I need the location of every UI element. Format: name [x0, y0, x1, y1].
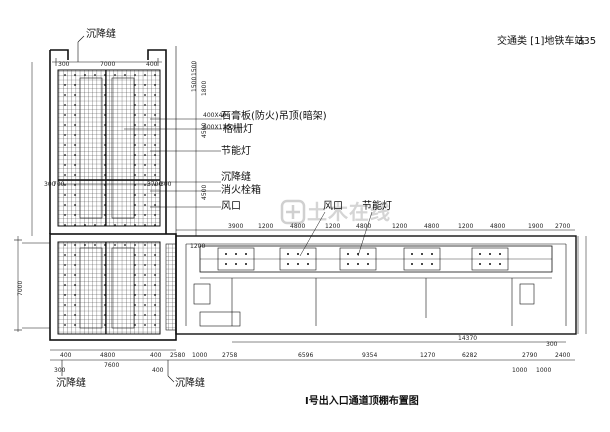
svg-text:1200: 1200 [190, 243, 205, 250]
svg-text:14370: 14370 [458, 335, 477, 342]
svg-text:2700: 2700 [555, 223, 570, 230]
svg-text:2758: 2758 [222, 352, 237, 359]
svg-text:2580: 2580 [170, 352, 185, 359]
svg-text:300: 300 [546, 341, 558, 348]
label-energy-light-1: 节能灯 [150, 144, 251, 157]
svg-text:1200: 1200 [325, 223, 340, 230]
svg-text:沉降缝: 沉降缝 [175, 376, 205, 389]
svg-text:节能灯: 节能灯 [362, 199, 392, 212]
svg-text:4500: 4500 [201, 185, 208, 200]
label-air-vent-1: 风口 [150, 200, 241, 212]
svg-text:1000: 1000 [536, 367, 551, 374]
label-settlement-joint-bottom-right: 沉降缝 [167, 360, 205, 389]
svg-text:400: 400 [60, 352, 72, 359]
watermark: 土木在线 [280, 199, 391, 225]
label-settlement-joint-top: 沉降缝 [77, 27, 116, 62]
svg-text:1500: 1500 [191, 77, 198, 92]
svg-text:400: 400 [146, 61, 158, 68]
drawing-title: I号出入口通道顶棚布置图 [305, 394, 419, 407]
svg-text:300: 300 [44, 181, 56, 188]
svg-text:7600: 7600 [104, 362, 119, 369]
label-fire-hydrant: 消火栓箱 [150, 183, 261, 196]
upper-wing: 300 7000 400 300 700 3700 300 1500 1500 … [31, 46, 208, 236]
page-number: 335 [577, 36, 596, 47]
svg-text:1500: 1500 [191, 61, 198, 76]
label-settlement-joint-bottom-left: 沉降缝 [56, 360, 86, 389]
svg-text:1000: 1000 [512, 367, 527, 374]
svg-text:消火栓箱: 消火栓箱 [221, 183, 261, 196]
svg-text:7000: 7000 [100, 61, 115, 68]
svg-text:1200: 1200 [458, 223, 473, 230]
svg-text:1900: 1900 [528, 223, 543, 230]
svg-text:4800: 4800 [490, 223, 505, 230]
svg-text:6596: 6596 [298, 352, 313, 359]
svg-text:700: 700 [53, 181, 65, 188]
svg-text:400: 400 [152, 367, 164, 374]
svg-text:1800: 1800 [201, 81, 208, 96]
svg-text:石膏板(防火)吊顶(暗架): 石膏板(防火)吊顶(暗架) [221, 109, 327, 122]
label-gypsum-ceiling: 400X400 石膏板(防火)吊顶(暗架) [150, 109, 327, 122]
svg-text:600X1200: 600X1200 [203, 124, 234, 131]
svg-text:沉降缝: 沉降缝 [56, 376, 86, 389]
corridor: 3900 1200 4800 1200 4800 1200 4800 1200 … [170, 223, 587, 374]
svg-text:300: 300 [54, 367, 66, 374]
label-energy-light-2: 节能灯 [357, 199, 392, 257]
svg-text:2400: 2400 [555, 352, 570, 359]
label-settlement-joint-mid: 沉降缝 [160, 170, 251, 183]
label-grille-light: 600X1200 格栅灯 [124, 122, 253, 135]
svg-text:1270: 1270 [420, 352, 435, 359]
svg-text:节能灯: 节能灯 [221, 144, 251, 157]
svg-text:风口: 风口 [323, 200, 343, 212]
svg-text:风口: 风口 [221, 200, 241, 212]
svg-text:4800: 4800 [100, 352, 115, 359]
svg-text:9354: 9354 [362, 352, 377, 359]
svg-text:沉降缝: 沉降缝 [221, 170, 251, 183]
svg-text:1200: 1200 [392, 223, 407, 230]
svg-text:400: 400 [150, 352, 162, 359]
svg-text:1200: 1200 [258, 223, 273, 230]
header-category: 交通类 [1]地铁车站 [497, 34, 584, 47]
svg-text:格栅灯: 格栅灯 [223, 122, 253, 135]
svg-text:7000: 7000 [17, 281, 24, 296]
svg-text:400X400: 400X400 [203, 112, 230, 119]
svg-text:4800: 4800 [356, 223, 371, 230]
svg-text:3900: 3900 [228, 223, 243, 230]
svg-text:3700: 3700 [147, 181, 162, 188]
svg-text:土木在线: 土木在线 [307, 200, 391, 224]
svg-text:300: 300 [160, 181, 172, 188]
svg-text:300: 300 [58, 61, 70, 68]
svg-text:4800: 4800 [424, 223, 439, 230]
svg-text:4800: 4800 [290, 223, 305, 230]
svg-text:2790: 2790 [522, 352, 537, 359]
svg-text:沉降缝: 沉降缝 [86, 27, 116, 40]
svg-text:1000: 1000 [192, 352, 207, 359]
svg-text:6282: 6282 [462, 352, 477, 359]
label-air-vent-2: 风口 [299, 200, 343, 257]
svg-text:4500: 4500 [201, 123, 208, 138]
lower-wing: 7000 400 4800 7600 400 300 400 [14, 233, 177, 374]
